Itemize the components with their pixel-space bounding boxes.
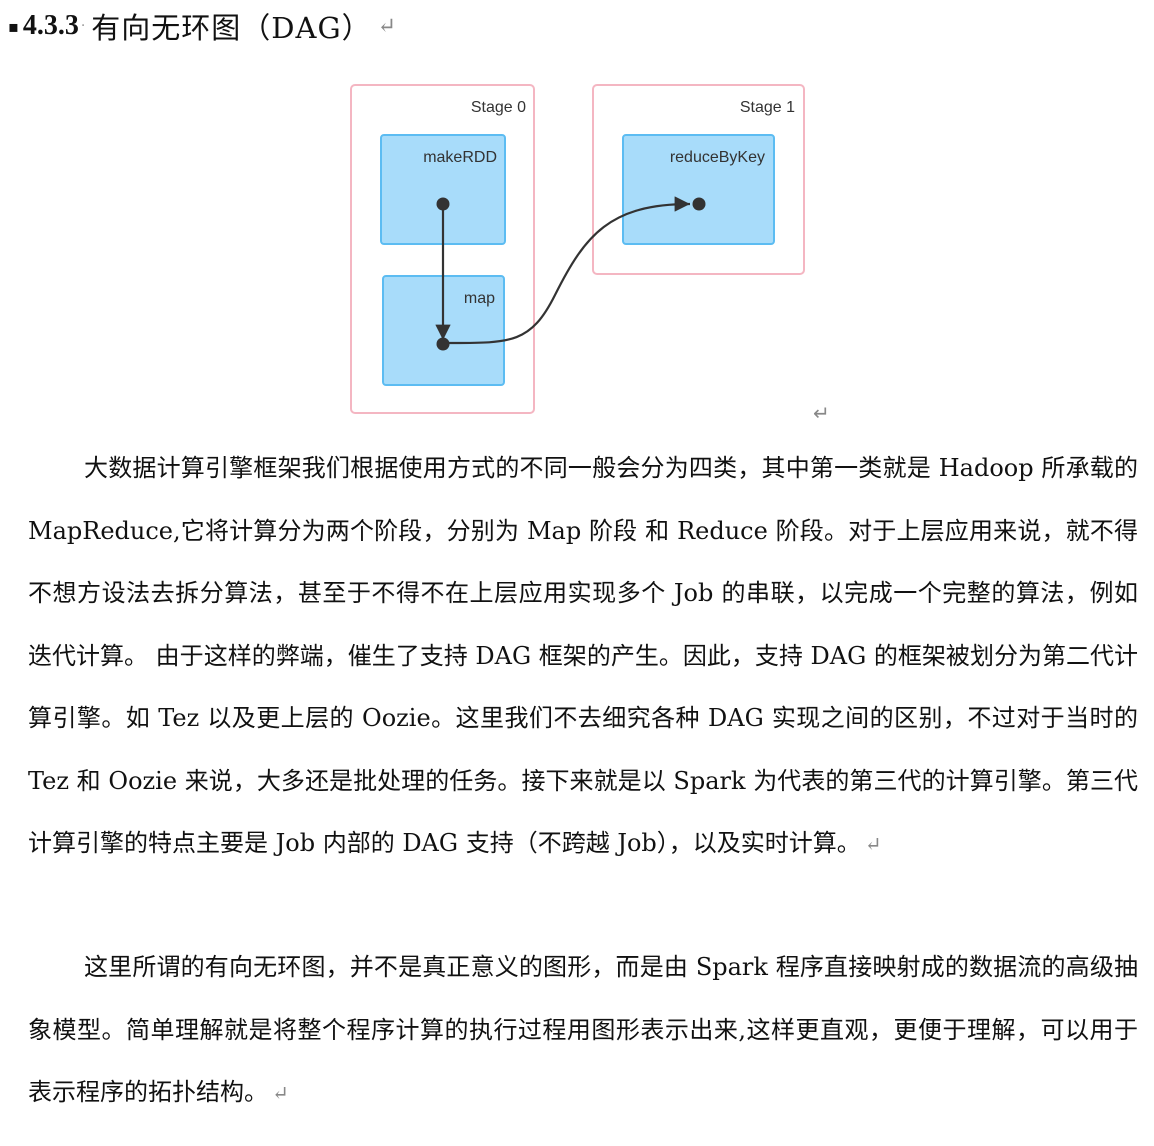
- edge-map-to-reducebykey: [442, 196, 691, 345]
- paragraph-compute-engines: 大数据计算引擎框架我们根据使用方式的不同一般会分为四类，其中第一类就是 Hado…: [28, 437, 1138, 876]
- return-mark-icon: ↵: [377, 13, 397, 39]
- paragraph-text: 这里所谓的有向无环图，并不是真正意义的图形，而是由 Spark 程序直接映射成的…: [28, 953, 1138, 1106]
- map-label: map: [464, 290, 495, 307]
- dag-diagram: Stage 0 makeRDD map Stage 1 reduceByKey …: [350, 84, 830, 425]
- map-node: [436, 337, 450, 351]
- paragraph-dag-definition: 这里所谓的有向无环图，并不是真正意义的图形，而是由 Spark 程序直接映射成的…: [28, 936, 1138, 1125]
- section-number: 4.3.3: [22, 10, 79, 41]
- section-heading: ▪ 4.3.3 · 有向无环图（DAG） ↵: [8, 6, 396, 46]
- paragraph-text: 大数据计算引擎框架我们根据使用方式的不同一般会分为四类，其中第一类就是 Hado…: [28, 454, 1138, 857]
- stage-0-box: [350, 84, 535, 414]
- stage-1-label: Stage 1: [740, 99, 795, 116]
- return-mark-icon: ↵: [272, 1081, 289, 1105]
- return-mark-icon: ↵: [864, 832, 882, 856]
- stage-1-box: [592, 84, 805, 275]
- return-mark-icon: ↵: [813, 401, 830, 425]
- space-marker: ·: [80, 18, 86, 34]
- reducebykey-node: [692, 197, 706, 211]
- reducebykey-box: [622, 134, 775, 245]
- stage-0-label: Stage 0: [471, 99, 526, 116]
- paragraph-mark-icon: ▪: [8, 16, 19, 36]
- makerdd-label: makeRDD: [423, 149, 497, 166]
- section-title: 有向无环图（DAG）: [91, 11, 372, 45]
- reducebykey-label: reduceByKey: [670, 149, 765, 166]
- makerdd-node: [436, 197, 450, 211]
